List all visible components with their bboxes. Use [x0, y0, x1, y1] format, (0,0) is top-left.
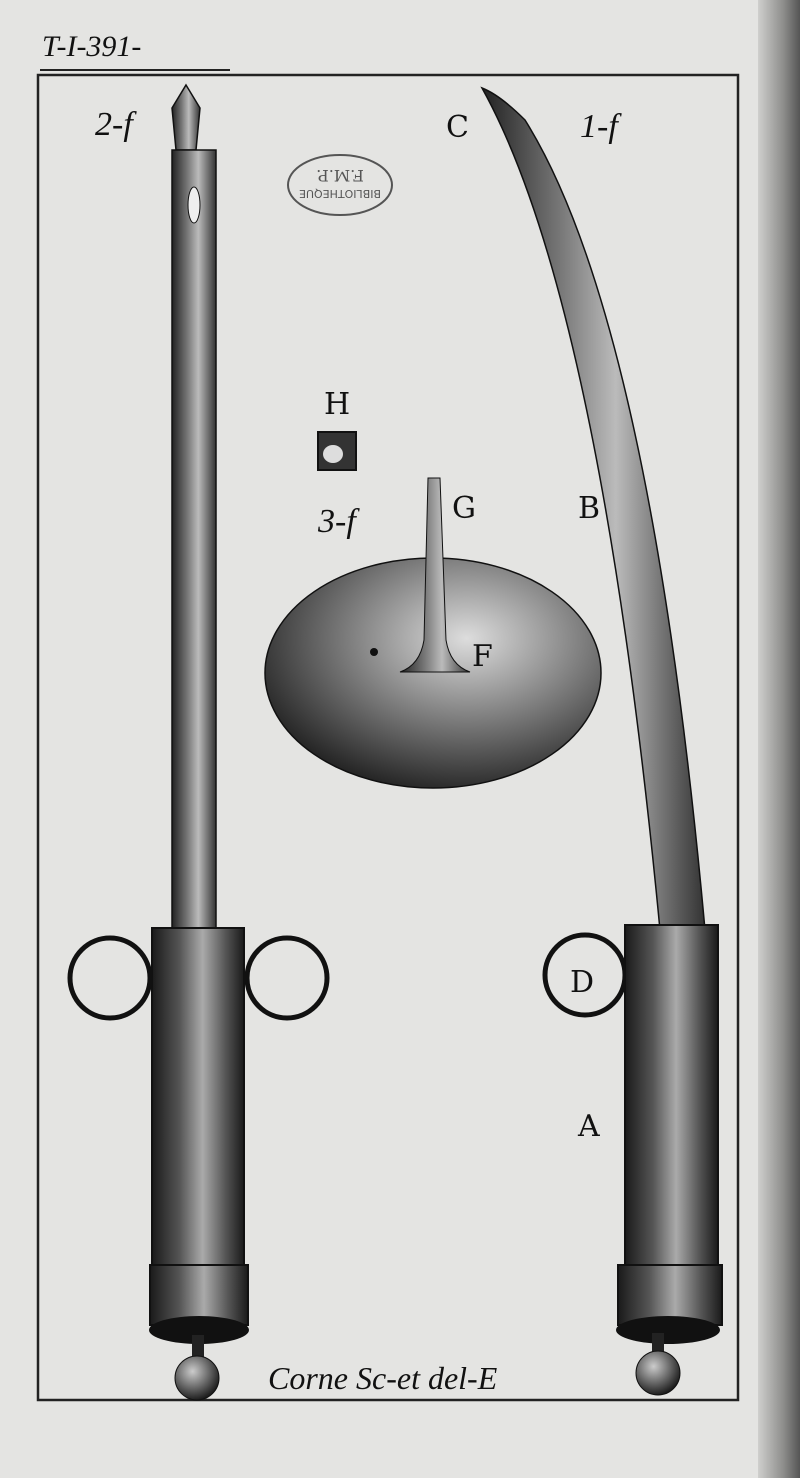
part-label-a: A	[578, 1109, 600, 1144]
library-stamp: BIBLIOTHEQUE F.M.P.	[287, 154, 393, 216]
part-label-d: D	[570, 965, 595, 1000]
page-mark: T-I-391-	[42, 30, 142, 63]
part-label-c: C	[446, 110, 469, 145]
figure-label-2: 2-f	[95, 106, 133, 143]
figure-label-3: 3-f	[318, 503, 356, 540]
small-cube-part	[317, 431, 357, 471]
figure-label-1: 1-f	[580, 108, 618, 145]
svg-text:BIBLIOTHEQUE: BIBLIOTHEQUE	[299, 187, 381, 200]
sponge-ball-with-stem	[264, 477, 602, 789]
part-label-g: G	[452, 491, 476, 526]
straight-trocar-instrument	[67, 83, 330, 1401]
part-label-b: B	[578, 491, 601, 526]
svg-text:F.M.P.: F.M.P.	[316, 166, 364, 185]
part-label-h: H	[324, 387, 351, 422]
page-edge-shadow	[758, 0, 800, 1478]
part-label-f: F	[472, 639, 493, 674]
curved-catheter-instrument	[480, 86, 723, 1396]
engraver-signature: Corne Sc-et del-E	[268, 1360, 498, 1396]
